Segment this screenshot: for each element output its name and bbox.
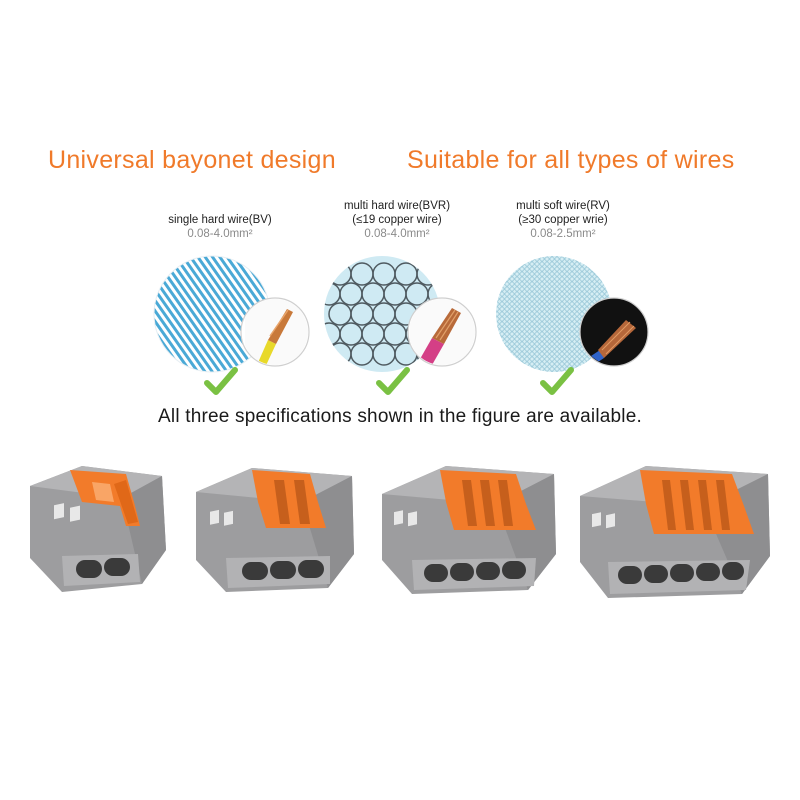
wire-range: 0.08-2.5mm² (530, 228, 596, 240)
wire-type-multi-hard: multi hard wire(BVR) (≤19 copper wire) 0… (322, 199, 472, 241)
availability-note: All three specifications shown in the fi… (158, 406, 642, 427)
heading-universal-bayonet: Universal bayonet design (48, 146, 336, 174)
wire-sub: (≥30 copper wrie) (518, 214, 608, 226)
wire-range: 0.08-4.0mm² (364, 228, 430, 240)
wire-sub: (≤19 copper wire) (352, 214, 442, 226)
connector-2-pole (30, 466, 166, 592)
multi-hard-wire-illustration (324, 256, 477, 372)
connector-5-pole (580, 466, 770, 598)
wire-name: single hard wire(BV) (168, 214, 272, 226)
single-hard-wire-illustration (153, 255, 310, 373)
heading-suitable-wires: Suitable for all types of wires (407, 146, 735, 174)
wire-type-multi-soft: multi soft wire(RV) (≥30 copper wrie) 0.… (488, 199, 638, 241)
check-icon (204, 367, 238, 395)
connector-4-pole (382, 466, 556, 594)
connector-3-pole (196, 468, 354, 592)
check-icon (540, 367, 574, 395)
wire-range: 0.08-4.0mm² (187, 228, 253, 240)
wire-name: multi hard wire(BVR) (343, 200, 451, 212)
wire-type-single-hard: single hard wire(BV) 0.08-4.0mm² (150, 213, 290, 241)
check-icon (376, 367, 410, 395)
wire-name: multi soft wire(RV) (516, 200, 610, 212)
multi-soft-wire-illustration (496, 256, 649, 372)
